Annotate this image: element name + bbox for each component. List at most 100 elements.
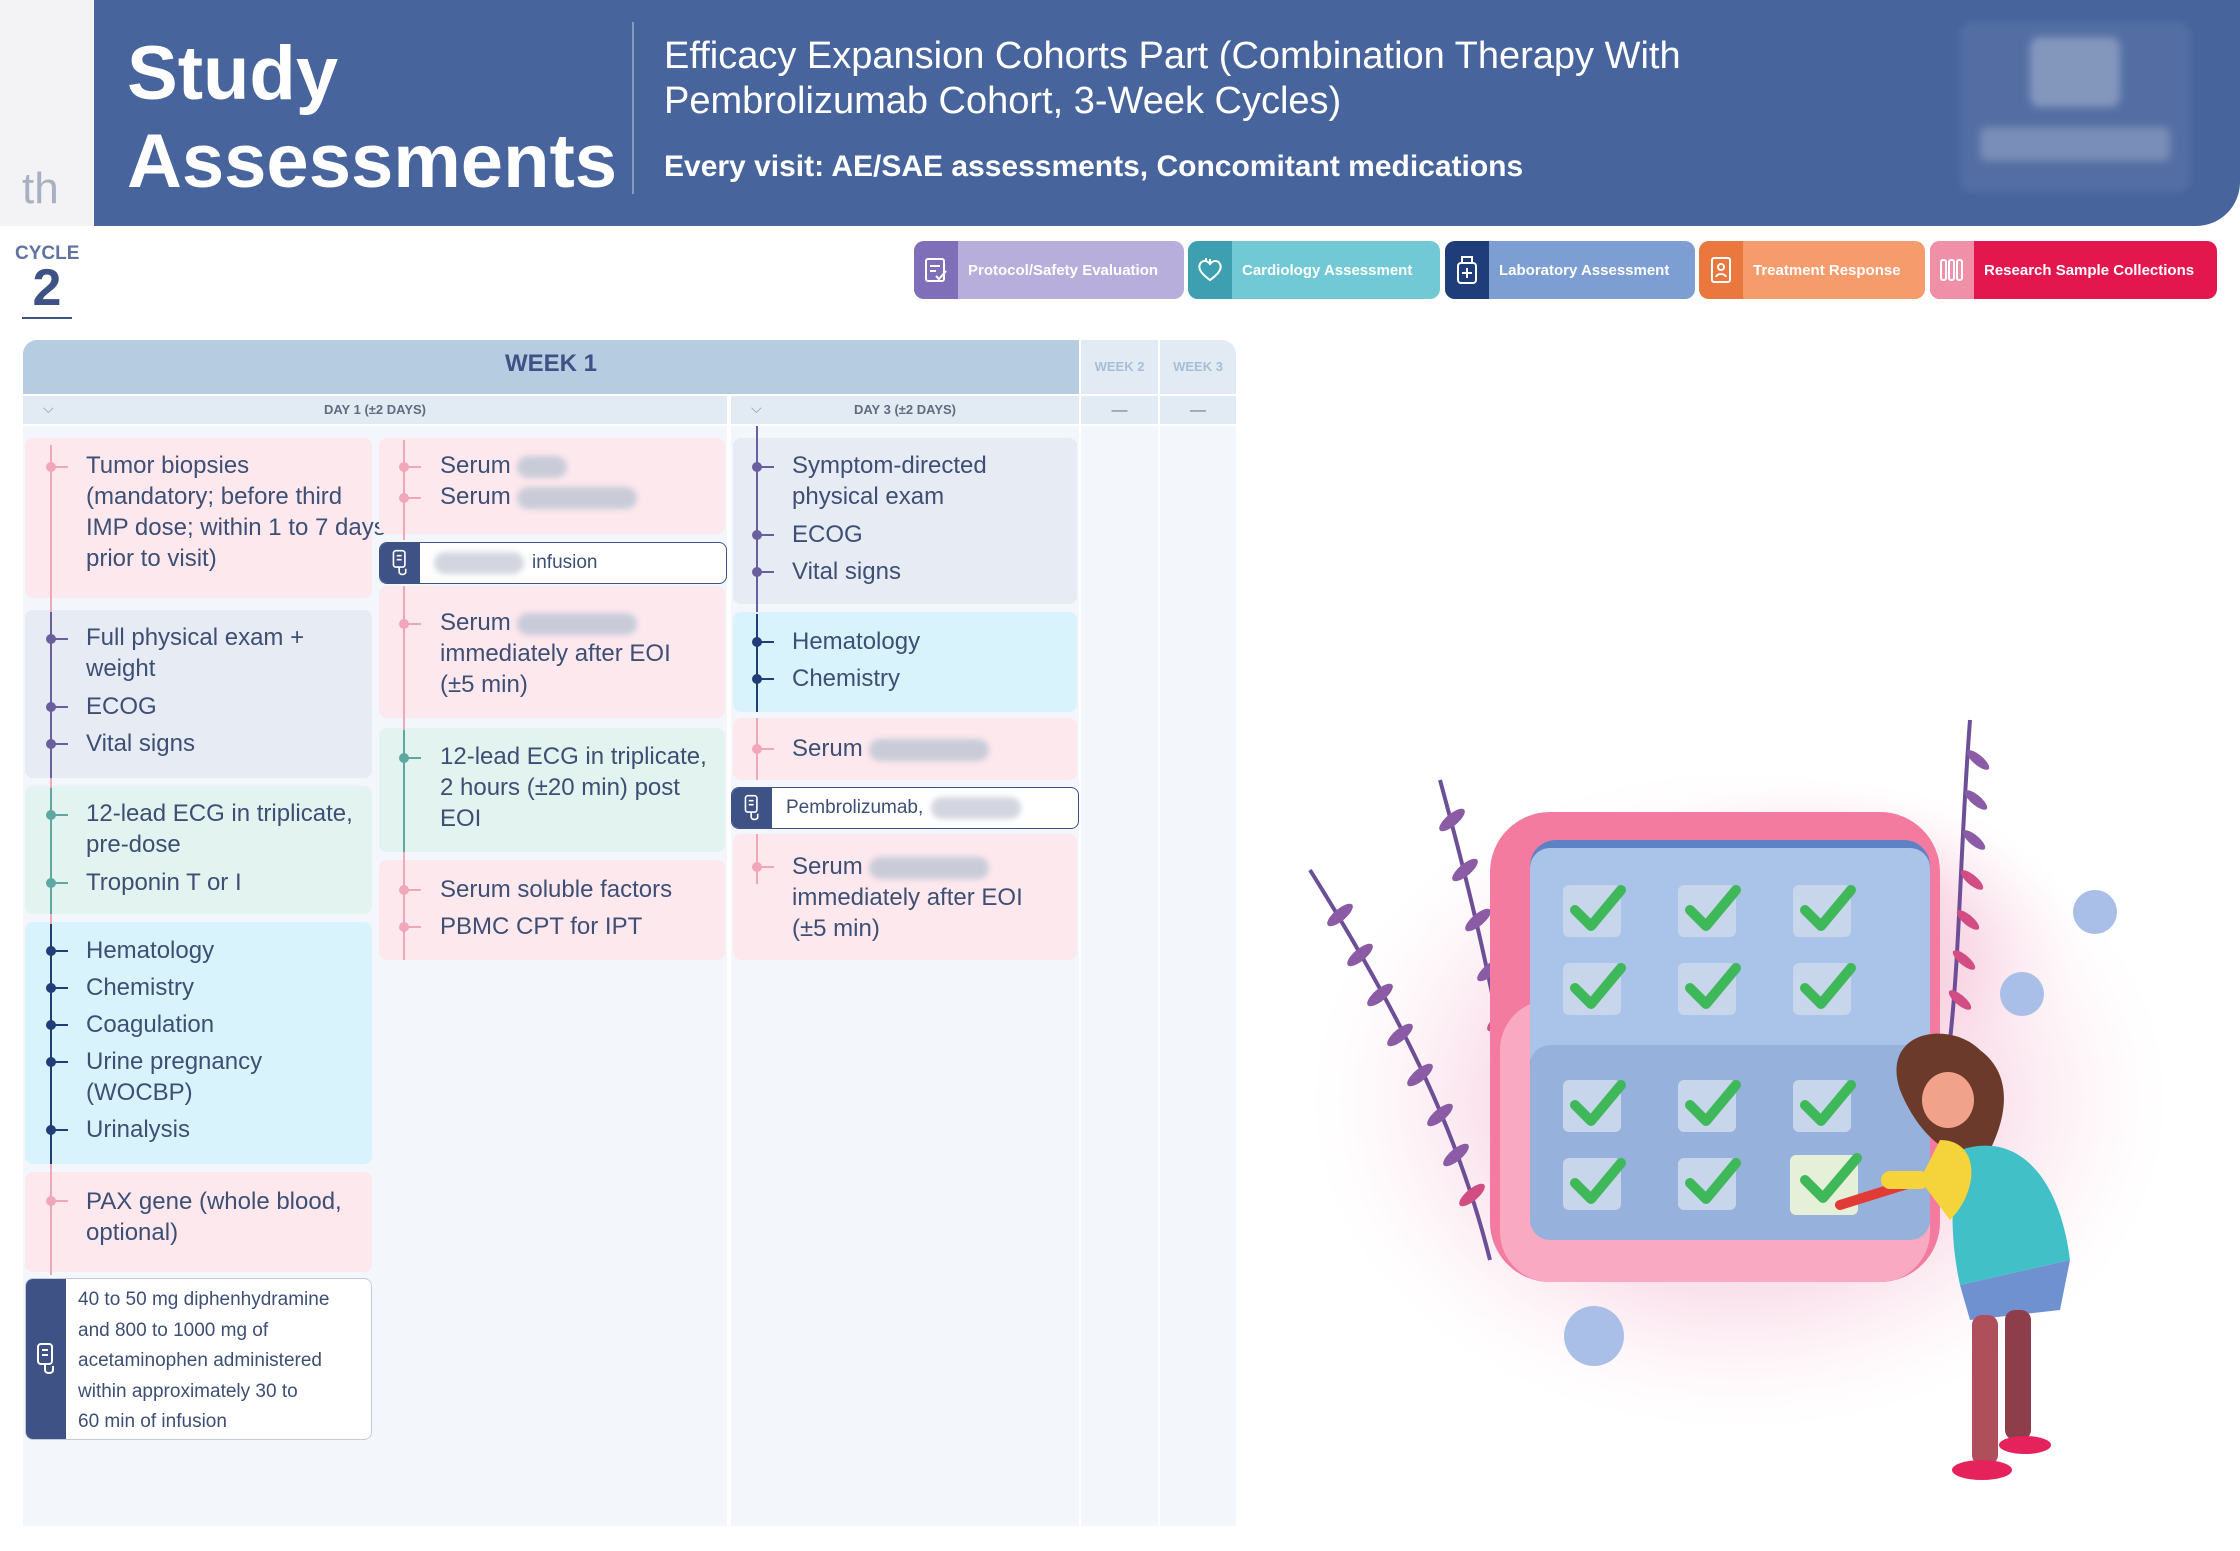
heart-icon [1188,241,1232,299]
pax-gene-card[interactable] [25,1172,372,1272]
redacted-text [869,738,990,761]
side-tab-label: th [22,164,59,213]
page-subtitle-line2: Pembrolizumab Cohort, 3-Week Cycles) [664,80,1342,122]
infusion-row[interactable]: infusion [379,542,727,584]
timeline-tick [50,882,68,884]
timeline-tick [50,743,68,745]
day3-serum-eoi-card[interactable] [733,834,1077,960]
day3-label: DAY 3 (±2 DAYS) [853,402,957,417]
chevron-down-icon[interactable]: ⌵ [43,400,54,416]
logo [1960,22,2190,192]
ecg-post-card[interactable] [379,728,725,852]
timeline-tick [50,1061,68,1063]
week3-column [1160,426,1236,1526]
document-person-icon [1699,241,1743,299]
timeline-tick [403,757,421,759]
timeline-tick [50,814,68,816]
physical-exam-card[interactable] [25,610,372,778]
hematology-text: Hematology [792,628,921,655]
timeline-line [403,440,405,540]
day3-header[interactable]: ⌵ DAY 3 (±2 DAYS) [731,396,1079,424]
soluble-factors-card[interactable] [379,860,725,960]
every-visit-note: Every visit: AE/SAE assessments, Concomi… [664,150,1524,183]
legend-label: Research Sample Collections [1984,261,2195,279]
page-subtitle: Efficacy Expansion Cohorts Part (Combina… [664,34,1864,124]
week2-subheader: — [1081,396,1158,424]
serum-text: Serum [440,450,568,481]
legend-label: Laboratory Assessment [1499,261,1670,279]
legend-cardiology[interactable]: Cardiology Assessment [1188,241,1440,299]
week2-label: WEEK 2 [1094,359,1145,374]
week3-label: WEEK 3 [1173,359,1223,374]
day3-lab-card[interactable] [733,612,1077,712]
week2-column [1081,426,1158,1526]
urine-pregnancy-text: Urine pregnancy(WOCBP) [86,1048,263,1106]
cycle-underline [22,317,72,319]
timeline-line [403,730,405,852]
legend-research-sample[interactable]: Research Sample Collections [1930,241,2217,299]
iv-bag-icon [380,543,420,583]
cycle-number[interactable]: 2 [32,259,62,317]
legend-protocol-safety[interactable]: Protocol/Safety Evaluation [914,241,1184,299]
header-bar [94,0,2240,226]
chevron-down-icon[interactable]: ⌵ [751,400,762,416]
soluble-factors-text: Serum soluble factors [440,876,673,903]
chemistry-text: Chemistry [86,974,195,1001]
serum-card[interactable] [379,438,725,534]
serum-text: Serum [792,733,990,764]
timeline-tick [756,534,774,536]
vital-signs-text: Vital signs [86,730,195,757]
timeline-tick [50,1129,68,1131]
week1-header[interactable] [23,340,1079,394]
timeline-tick [756,571,774,573]
vital-signs-text: Vital signs [792,558,901,585]
serum-eoi-card[interactable] [379,586,725,718]
legend-treatment-response[interactable]: Treatment Response [1699,241,1925,299]
timeline-tick [756,466,774,468]
troponin-text: Troponin T or I [86,869,242,896]
serum-eoi-text: Serum immediately after EOI(±5 min) [440,609,671,698]
day1-header[interactable]: ⌵ DAY 1 (±2 DAYS) [23,396,727,424]
iv-bag-icon [26,1279,66,1439]
infusion-label: infusion [532,552,598,573]
week3-subheader: — [1160,396,1236,424]
page-subtitle-line1: Efficacy Expansion Cohorts Part (Combina… [664,35,1681,77]
ecog-text: ECOG [86,693,157,720]
timeline-tick [403,623,421,625]
physical-exam-text: Full physical exam +weight [86,624,305,682]
legend-label: Protocol/Safety Evaluation [968,261,1159,279]
timeline-tick [50,987,68,989]
ecg-card[interactable] [25,786,372,914]
side-tab[interactable] [0,0,94,226]
redacted-text [434,552,524,574]
tumor-biopsy-card[interactable] [25,438,372,598]
lab-card[interactable] [25,922,372,1164]
serum-eoi-text: Serum immediately after EOI(±5 min) [792,853,1023,942]
lab-bottle-icon [1445,241,1489,299]
legend-laboratory[interactable]: Laboratory Assessment [1445,241,1695,299]
timeline-tick [50,466,68,468]
pbmc-text: PBMC CPT for IPT [440,913,643,940]
timeline-line [756,834,758,884]
timeline-line [50,612,52,778]
timeline-tick [50,950,68,952]
week3-header[interactable]: WEEK 3 [1160,340,1236,394]
timeline-tick [50,1024,68,1026]
timeline-tick [756,748,774,750]
timeline-tick [403,466,421,468]
week2-header[interactable]: WEEK 2 [1081,340,1158,394]
pembrolizumab-row[interactable]: Pembrolizumab, [731,787,1079,829]
week3-dash: — [1190,402,1206,419]
timeline-tick [756,678,774,680]
timeline-line [756,614,758,712]
serum-text: Serum [440,481,638,512]
timeline-tick [50,638,68,640]
day3-column [731,426,1079,1526]
hematology-text: Hematology [86,937,215,964]
page-title-line2: Assessments [127,119,618,204]
day3-exam-card[interactable] [733,438,1077,604]
cycle-label: CYCLE [15,243,80,264]
